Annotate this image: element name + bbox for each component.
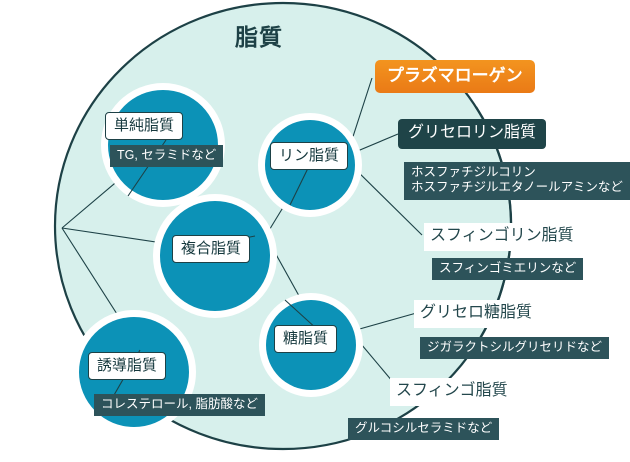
branch-label-sphingoglycolipid[interactable]: スフィンゴ脂質 [390,378,516,406]
branch-examples-line2: ホスファチジルエタノールアミンなど [411,180,623,195]
branch-examples-sphingophospholipid: スフィンゴミエリンなど [432,258,584,281]
branch-examples-glyceroglycolipid: ジガラクトシルグリセリドなど [420,337,610,360]
node-label-glycolipid[interactable]: 糖脂質 [274,325,338,353]
branch-examples-line1: ホスファチジルコリン [411,165,536,179]
node-examples-derived-lipid: コレステロール, 脂肪酸など [94,394,265,417]
branch-label-glyceroglycolipid[interactable]: グリセロ糖脂質 [414,300,541,328]
branch-examples-glycerophospholipid: ホスファチジルコリン ホスファチジルエタノールアミンなど [404,162,630,200]
branch-examples-sphingoglycolipid: グルコシルセラミドなど [348,418,500,441]
node-label-derived-lipid[interactable]: 誘導脂質 [88,352,167,380]
node-label-simple-lipid[interactable]: 単純脂質 [105,112,184,140]
node-label-phospholipid[interactable]: リン脂質 [270,142,349,170]
line-glyco-to-glycero-glyco [355,311,421,331]
node-label-complex-lipid[interactable]: 複合脂質 [172,235,251,263]
branch-label-sphingophospholipid[interactable]: スフィンゴリン脂質 [424,223,582,251]
node-examples-simple-lipid: TG, セラミドなど [110,145,224,168]
branch-label-glycerophospholipid[interactable]: グリセロリン脂質 [398,119,547,149]
branch-label-plasmalogen[interactable]: プラズマローゲン [375,60,535,93]
page-title: 脂質 [235,24,283,50]
